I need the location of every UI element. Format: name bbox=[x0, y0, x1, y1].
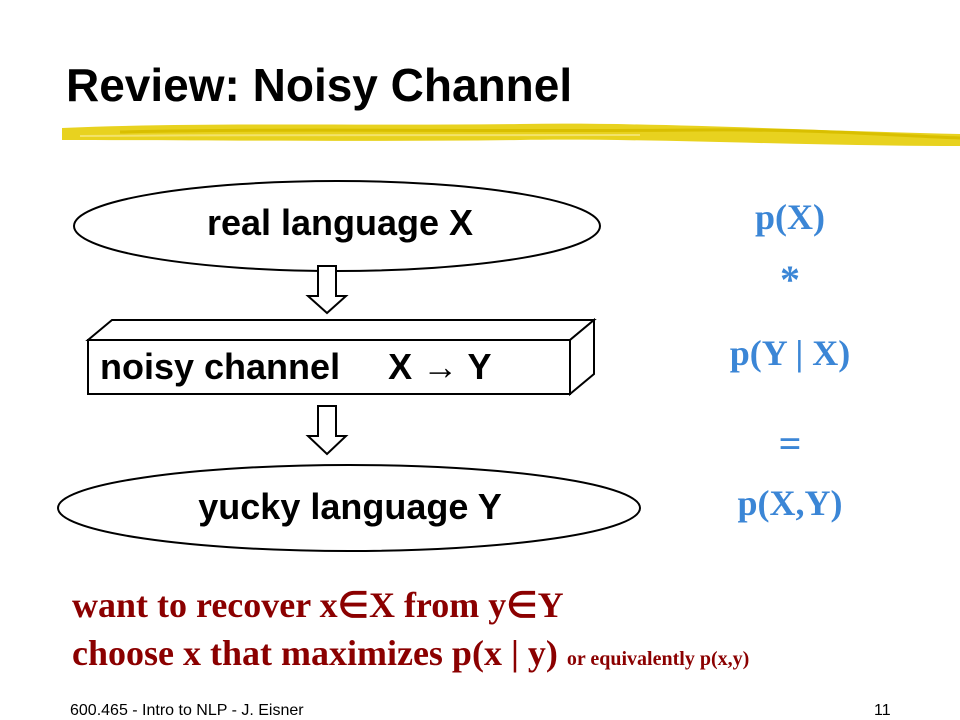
real-language-label: real language X bbox=[206, 202, 474, 243]
formula-p-x: p(X) bbox=[755, 197, 825, 237]
footer-page-number: 11 bbox=[874, 702, 891, 719]
noisy-channel-mapping: X → Y bbox=[388, 346, 492, 387]
noisy-channel-label: noisy channel X → Y bbox=[100, 346, 560, 388]
page-title: Review: Noisy Channel bbox=[66, 59, 573, 111]
footer-course-label: 600.465 - Intro to NLP - J. Eisner bbox=[70, 702, 304, 719]
arrow-down-bottom bbox=[305, 405, 349, 456]
formula-multiply: * bbox=[780, 257, 800, 302]
yucky-language-label: yucky language Y bbox=[198, 486, 502, 527]
bottom-text-line-1: want to recover x∈X from y∈Y bbox=[72, 585, 564, 625]
noisy-channel-box-front-face bbox=[87, 339, 571, 395]
formula-p-x-y: p(X,Y) bbox=[737, 483, 843, 523]
noisy-channel-box-top-face bbox=[85, 319, 597, 341]
bottom-text-line-2: choose x that maximizes p(x | y) or equi… bbox=[72, 632, 749, 674]
maximize-statement: choose x that maximizes p(x | y) bbox=[72, 633, 558, 673]
formula-p-y-given-x: p(Y | X) bbox=[729, 333, 851, 373]
equivalence-note: or equivalently p(x,y) bbox=[566, 648, 750, 670]
arrow-down-top bbox=[305, 265, 349, 315]
yucky-language-oval bbox=[57, 464, 641, 552]
formula-equals: = bbox=[778, 421, 802, 466]
noisy-channel-name: noisy channel bbox=[100, 346, 341, 387]
